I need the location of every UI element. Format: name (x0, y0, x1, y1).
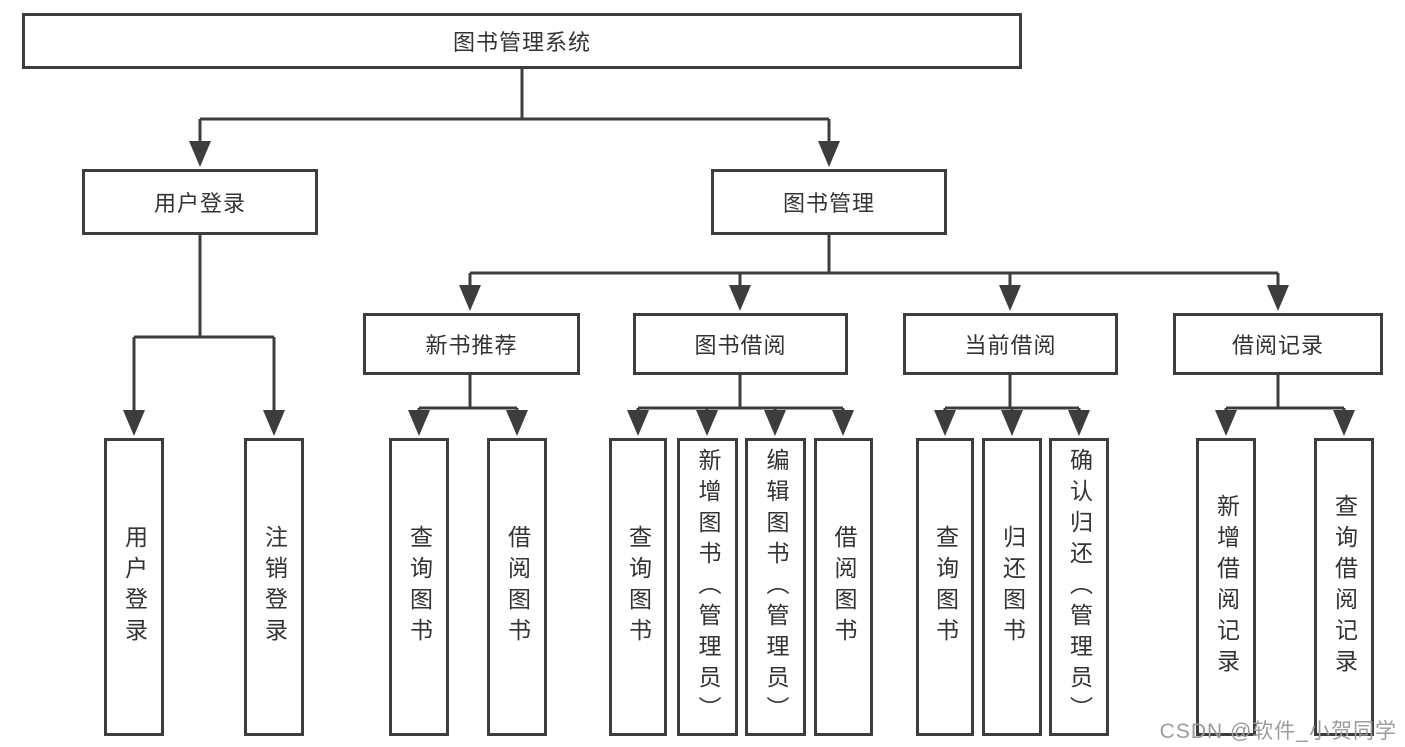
leaf-logout-login: 注销登录 (244, 438, 304, 736)
leaf-add-book-admin-label: 新增图书（管理员） (695, 447, 721, 727)
leaf-borrow-books-borrowing: 借阅图书 (814, 438, 873, 736)
leaf-query-books-borrowing: 查询图书 (609, 438, 667, 736)
leaf-add-borrow-record-label: 新增借阅记录 (1213, 494, 1240, 680)
leaf-query-borrow-record-label: 查询借阅记录 (1331, 494, 1358, 680)
leaf-user-login-label: 用户登录 (121, 525, 148, 649)
leaf-user-login: 用户登录 (104, 438, 164, 736)
node-current-borrowing: 当前借阅 (903, 313, 1118, 375)
leaf-query-books-current: 查询图书 (916, 438, 974, 736)
leaf-query-books-borrowing-label: 查询图书 (625, 525, 652, 649)
leaf-add-book-admin: 新增图书（管理员） (677, 438, 738, 736)
node-book-management: 图书管理 (711, 169, 947, 235)
leaf-borrow-books-recommend: 借阅图书 (487, 438, 547, 736)
leaf-add-borrow-record: 新增借阅记录 (1196, 438, 1256, 736)
leaf-logout-login-label: 注销登录 (261, 525, 288, 649)
node-user-login: 用户登录 (82, 169, 318, 235)
node-root-library-system: 图书管理系统 (22, 13, 1022, 69)
leaf-edit-book-admin-label: 编辑图书（管理员） (763, 447, 789, 727)
leaf-query-books-current-label: 查询图书 (932, 525, 959, 649)
node-book-borrowing: 图书借阅 (633, 313, 848, 375)
node-new-book-recommendation: 新书推荐 (363, 313, 580, 375)
leaf-return-books: 归还图书 (982, 438, 1042, 736)
leaf-confirm-return-admin: 确认归还（管理员） (1049, 438, 1109, 736)
leaf-confirm-return-admin-label: 确认归还（管理员） (1066, 447, 1093, 727)
leaf-borrow-books-borrowing-label: 借阅图书 (831, 525, 857, 649)
leaf-query-borrow-record: 查询借阅记录 (1314, 438, 1374, 736)
leaf-return-books-label: 归还图书 (999, 525, 1026, 649)
node-borrowing-records: 借阅记录 (1173, 313, 1383, 375)
leaf-edit-book-admin: 编辑图书（管理员） (745, 438, 806, 736)
leaf-borrow-books-recommend-label: 借阅图书 (504, 525, 531, 649)
leaf-query-books-recommend: 查询图书 (389, 438, 449, 736)
csdn-watermark: CSDN @软件_小贺同学 (1159, 720, 1397, 743)
leaf-query-books-recommend-label: 查询图书 (406, 525, 433, 649)
